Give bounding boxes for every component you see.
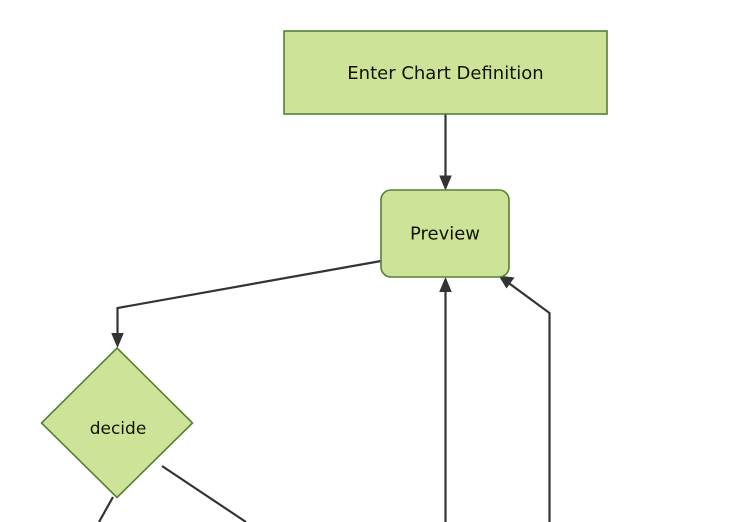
arrowhead-icon <box>498 275 515 289</box>
edge-decide-to-offscreen-right <box>161 465 247 522</box>
node-preview-label: Preview <box>410 224 480 245</box>
node-enter-chart-definition[interactable]: Enter Chart Definition <box>283 30 608 115</box>
arrowhead-icon <box>439 175 452 191</box>
edge-bottom-right-to-preview <box>498 275 551 522</box>
node-decide-shape[interactable] <box>40 346 194 499</box>
arrowhead-icon <box>111 333 124 348</box>
node-layer: Enter Chart Definition Preview decide <box>40 30 608 499</box>
edge-bottom-center-to-preview <box>439 277 452 522</box>
node-preview[interactable]: Preview <box>380 189 510 278</box>
node-preview-shape[interactable] <box>380 189 510 278</box>
edge-decide-to-offscreen-left <box>98 496 114 522</box>
node-decide[interactable]: decide <box>40 346 194 499</box>
edge-enter-to-preview <box>439 114 452 191</box>
node-enter-chart-definition-shape[interactable] <box>283 30 608 115</box>
edge-preview-to-decide <box>111 259 382 348</box>
node-decide-label: decide <box>90 419 147 439</box>
edge-layer <box>98 114 551 522</box>
node-enter-chart-definition-label: Enter Chart Definition <box>347 63 543 84</box>
arrowhead-icon <box>439 277 452 292</box>
